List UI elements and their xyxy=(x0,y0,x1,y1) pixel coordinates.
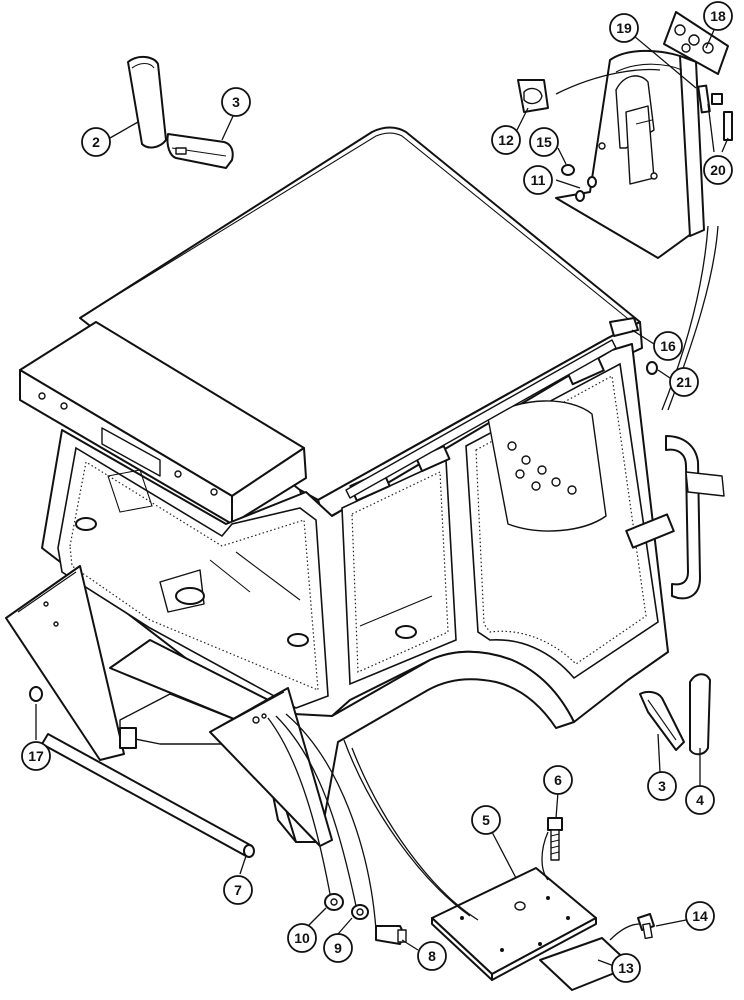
callout-19-label: 19 xyxy=(616,20,632,36)
callout-19: 19 xyxy=(609,13,639,43)
callout-10-label: 10 xyxy=(294,930,310,946)
callout-7-label: 7 xyxy=(234,882,242,898)
lower-front-flap xyxy=(5,565,137,761)
callout-8-label: 8 xyxy=(428,948,436,964)
front-header-panel xyxy=(19,321,307,525)
callout-2-label: 2 xyxy=(92,134,100,150)
part-10-washer xyxy=(324,893,344,911)
callout-13: 13 xyxy=(611,953,641,983)
callout-4: 4 xyxy=(685,785,715,815)
part-19-strip xyxy=(697,84,711,114)
part-7-rod xyxy=(41,733,255,858)
callout-13-label: 13 xyxy=(618,960,634,976)
callout-15-label: 15 xyxy=(536,134,552,150)
callout-3-lower-label: 3 xyxy=(658,778,666,794)
part-11-pins xyxy=(575,176,597,202)
part-9-lock-washer xyxy=(351,904,369,920)
callout-18-label: 18 xyxy=(710,8,726,24)
part-12-clip xyxy=(517,79,549,113)
callout-18: 18 xyxy=(703,1,733,31)
callout-11: 11 xyxy=(523,165,553,195)
callout-12: 12 xyxy=(491,125,521,155)
callout-8: 8 xyxy=(417,941,447,971)
part-14-small-bolt xyxy=(637,913,655,940)
part-5-mount-plate xyxy=(431,867,597,981)
callout-16-label: 16 xyxy=(660,338,676,354)
callout-17: 17 xyxy=(21,741,51,771)
part-4-tube-trim xyxy=(689,673,711,756)
rear-upper-panel xyxy=(555,50,705,259)
part-3-end-cap-upper xyxy=(166,133,234,169)
callout-leader-lines xyxy=(35,29,729,967)
callout-14-label: 14 xyxy=(692,908,708,924)
callout-5: 5 xyxy=(471,805,501,835)
callout-16: 16 xyxy=(653,331,683,361)
callout-6-label: 6 xyxy=(554,772,562,788)
callout-6: 6 xyxy=(543,765,573,795)
callout-4-label: 4 xyxy=(696,792,704,808)
callout-12-label: 12 xyxy=(498,132,514,148)
callout-15: 15 xyxy=(529,127,559,157)
part-20-strips xyxy=(711,93,733,141)
callout-20: 20 xyxy=(703,155,733,185)
part-6-bolt xyxy=(547,817,563,861)
callout-21: 21 xyxy=(669,367,699,397)
callout-3-lower: 3 xyxy=(647,771,677,801)
callout-20-label: 20 xyxy=(710,162,726,178)
callout-9: 9 xyxy=(323,933,353,963)
callout-9-label: 9 xyxy=(334,940,342,956)
callout-17-label: 17 xyxy=(28,748,44,764)
cab-body xyxy=(41,343,725,843)
part-15-knob xyxy=(561,164,575,176)
callout-2: 2 xyxy=(81,127,111,157)
part-16-seal-strip xyxy=(345,317,639,499)
callout-10: 10 xyxy=(287,923,317,953)
part-8-bolt xyxy=(375,925,407,945)
part-17-plug xyxy=(29,686,43,702)
callout-21-label: 21 xyxy=(676,374,692,390)
part-18-gasket xyxy=(663,11,729,75)
callout-3-upper-label: 3 xyxy=(232,94,240,110)
callout-11-label: 11 xyxy=(531,172,546,188)
callout-14: 14 xyxy=(685,901,715,931)
callout-3-upper: 3 xyxy=(221,87,251,117)
part-3-end-cap-lower xyxy=(639,690,685,751)
callout-7: 7 xyxy=(223,875,253,905)
lower-side-flap xyxy=(209,687,333,847)
part-2-tube-trim xyxy=(127,56,167,149)
part-21-cap xyxy=(646,361,658,375)
callout-5-label: 5 xyxy=(482,812,490,828)
